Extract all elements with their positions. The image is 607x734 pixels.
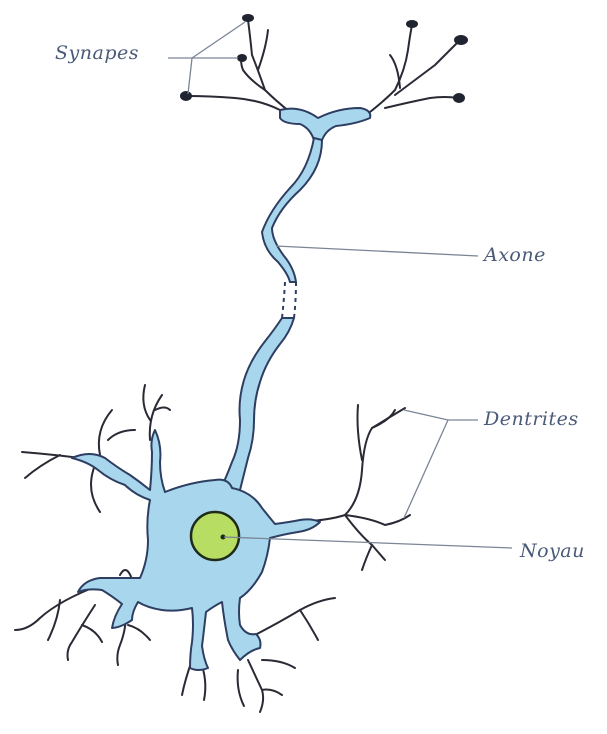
dendrite-right-twig-3 [344, 514, 411, 526]
dendrite-lower-right-2 [247, 659, 265, 713]
dendrites [14, 384, 411, 713]
dendrite-upper-left-2 [97, 409, 113, 456]
dendrite-lower-right-2b [261, 688, 283, 696]
terminal-branch-left-3 [186, 95, 281, 111]
synapse-terminal [454, 35, 468, 45]
dendrite-lower-right-1 [254, 597, 336, 636]
dendrite-lower-left-2 [66, 604, 96, 661]
synapses-leader-c [187, 57, 193, 95]
dendrite-upper-left-2b [107, 429, 136, 441]
terminal-branch-right-2 [394, 39, 461, 96]
dendrite-lower-right-4 [261, 659, 296, 669]
terminal-branch-right-3 [384, 96, 459, 109]
nucleus [189, 510, 241, 562]
nucleus-label: Noyau [520, 540, 585, 562]
dendrite-lower-left-1 [14, 584, 101, 631]
dendrite-upper-left-twig [24, 454, 61, 479]
axon-terminal-branches [186, 19, 461, 113]
axon-lower [219, 317, 295, 491]
dendrite-upper-mid-c [154, 406, 171, 411]
dendrite-upper-mid [148, 394, 163, 441]
synapses-label: Synapes [55, 42, 139, 64]
leader-lines [168, 21, 513, 549]
dendrites-label: Dentrites [484, 408, 579, 430]
synapse-terminal [406, 20, 418, 28]
terminal-branch-right-4 [389, 54, 401, 89]
nucleolus [220, 534, 226, 540]
axon-break [281, 281, 297, 319]
terminal-branch-right-1 [369, 24, 413, 113]
synapse-terminal [453, 93, 465, 103]
dendrite-right-twig-2 [371, 409, 396, 429]
nucleus-leader [223, 536, 513, 549]
cell-body-and-processes [71, 107, 372, 671]
axon-upper [261, 137, 323, 283]
synapse-terminal [180, 91, 192, 101]
dendrites-leader-b [403, 419, 449, 519]
axon-terminal-bulb [279, 107, 372, 141]
synapse-terminals [180, 14, 468, 103]
axon-break-left [281, 281, 286, 319]
axon-break-right [293, 281, 297, 319]
dendrite-right-main [299, 407, 406, 523]
dendrite-right-twig-5 [361, 544, 373, 571]
axon-leader [275, 245, 479, 257]
dendrite-upper-left-3 [90, 464, 101, 513]
terminal-branch-left-1 [247, 19, 291, 113]
dendrite-lower-left-3b [127, 624, 151, 641]
dendrite-lower-right-1b [299, 609, 319, 641]
synapses-leader [168, 21, 246, 59]
dendrite-lower-left-2b [81, 624, 103, 643]
terminal-branch-left-4 [257, 29, 269, 71]
dendrite-right-twig-1 [356, 404, 363, 461]
dendrite-upper-mid-b [142, 384, 151, 421]
axon-label: Axone [484, 244, 546, 266]
synapse-terminal [237, 54, 247, 62]
synapse-terminal [242, 14, 254, 22]
nucleus-body [189, 510, 241, 562]
dendrites-leader [403, 409, 478, 421]
dendrite-lower-right-3 [236, 669, 245, 707]
dendrite-lower-left-1b [47, 599, 61, 641]
